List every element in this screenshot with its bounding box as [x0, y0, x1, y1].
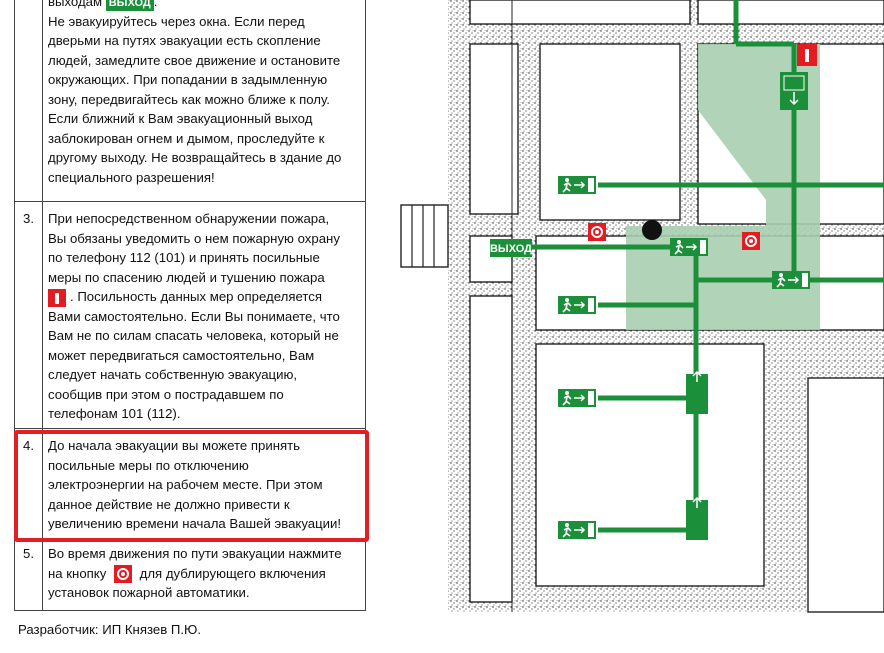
- instruction-3-text: При непосредственном обнаружении пожара,…: [48, 211, 340, 421]
- evacuation-floor-plan: ВЫХОД: [400, 0, 884, 613]
- instruction-5-number: 5.: [23, 546, 34, 561]
- instructions-table: выходам ВЫХОД. Не эвакуируйтесь через ок…: [14, 0, 366, 611]
- fire-extinguisher-icon: [48, 288, 66, 307]
- instruction-3-number: 3.: [23, 211, 34, 226]
- fire-extinguisher-icon: [797, 44, 817, 66]
- fire-alarm-button-icon: [741, 231, 761, 251]
- exit-sign-icon: [557, 175, 597, 195]
- instruction-4-text: До начала эвакуации вы можете принять по…: [48, 438, 342, 531]
- exit-sign-icon: [557, 520, 597, 540]
- main-exit-label: ВЫХОД: [490, 239, 532, 257]
- instruction-2-text: выходам ВЫХОД. Не эвакуируйтесь через ок…: [48, 0, 364, 187]
- fire-alarm-button-icon: [587, 222, 607, 242]
- developer-credit: Разработчик: ИП Князев П.Ю.: [18, 622, 201, 637]
- highlighted-instruction-frame: [14, 430, 369, 542]
- exit-sign-icon: [686, 500, 708, 540]
- exit-sign-icon: [557, 295, 597, 315]
- you-are-here-marker: [642, 220, 662, 240]
- instruction-2-line-0: выходам: [48, 0, 106, 9]
- evacuation-zone: [626, 44, 820, 330]
- row-divider: [15, 201, 365, 202]
- fire-alarm-button-icon: [113, 565, 132, 584]
- exit-sign-icon: [669, 237, 709, 257]
- exit-sign-icon: [686, 374, 708, 414]
- exit-sign-icon: [771, 270, 811, 290]
- exit-badge-inline: ВЫХОД: [105, 0, 154, 11]
- svg-text:ВЫХОД: ВЫХОД: [490, 243, 532, 255]
- exit-sign-icon: [557, 388, 597, 408]
- row-divider: [15, 428, 365, 429]
- instruction-5-text: Во время движения по пути эвакуации нажм…: [48, 546, 342, 600]
- instruction-4-number: 4.: [23, 438, 34, 453]
- exit-signs: [557, 72, 811, 540]
- column-divider: [42, 0, 43, 610]
- staircase: [400, 204, 449, 268]
